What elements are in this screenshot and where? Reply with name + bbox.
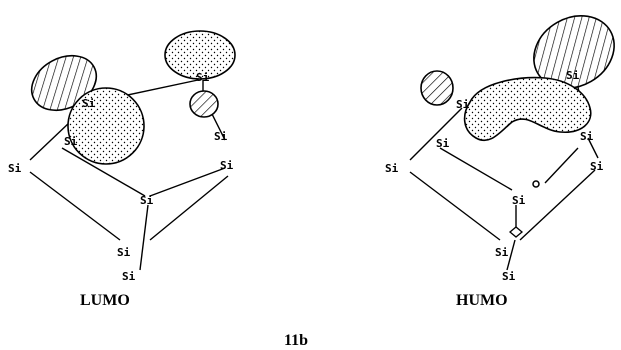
- bond: [149, 167, 226, 197]
- compound-label: 11b: [284, 332, 308, 349]
- si-atom: Si: [502, 270, 516, 283]
- bond: [587, 137, 599, 159]
- bond: [61, 147, 146, 197]
- hatched-lobe: [533, 15, 615, 89]
- bond: [519, 169, 596, 241]
- si-atom: Si: [140, 194, 154, 207]
- lumo-panel: Si Si Si Si Si Si Si Si Si LUMO: [8, 30, 236, 309]
- si-atom: Si: [196, 71, 210, 84]
- si-atom: Si: [436, 137, 450, 150]
- si-atom: Si: [566, 69, 580, 82]
- bond: [544, 147, 579, 184]
- dotted-lobe: [67, 87, 145, 165]
- si-atom: Si: [122, 270, 136, 283]
- si-atom: Si: [456, 98, 470, 111]
- si-atom: Si: [385, 162, 399, 175]
- lumo-label: LUMO: [80, 292, 130, 309]
- si-atom: Si: [8, 162, 22, 175]
- dotted-lobe: [463, 76, 592, 142]
- si-atom: Si: [214, 130, 228, 143]
- bond: [29, 171, 121, 241]
- humo-panel: Si Si Si Si Si Si Si Si Si HUMO: [385, 15, 615, 309]
- si-atom: Si: [117, 246, 131, 259]
- bond: [506, 239, 516, 271]
- bond: [149, 175, 229, 241]
- dotted-lobe: [164, 30, 236, 80]
- si-atom: Si: [590, 160, 604, 173]
- si-atom: Si: [580, 130, 594, 143]
- bond: [139, 204, 149, 271]
- hatched-lobe: [420, 70, 454, 106]
- si-atom: Si: [512, 194, 526, 207]
- bond: [439, 147, 513, 191]
- si-atom: Si: [495, 246, 509, 259]
- humo-label: HUMO: [456, 292, 508, 309]
- node-marker: [508, 226, 524, 238]
- hatched-lobe: [189, 90, 219, 118]
- bond: [409, 171, 501, 241]
- bond: [409, 107, 463, 161]
- node-marker: [532, 180, 540, 188]
- si-atom: Si: [64, 135, 78, 148]
- si-atom: Si: [220, 159, 234, 172]
- si-atom: Si: [82, 97, 96, 110]
